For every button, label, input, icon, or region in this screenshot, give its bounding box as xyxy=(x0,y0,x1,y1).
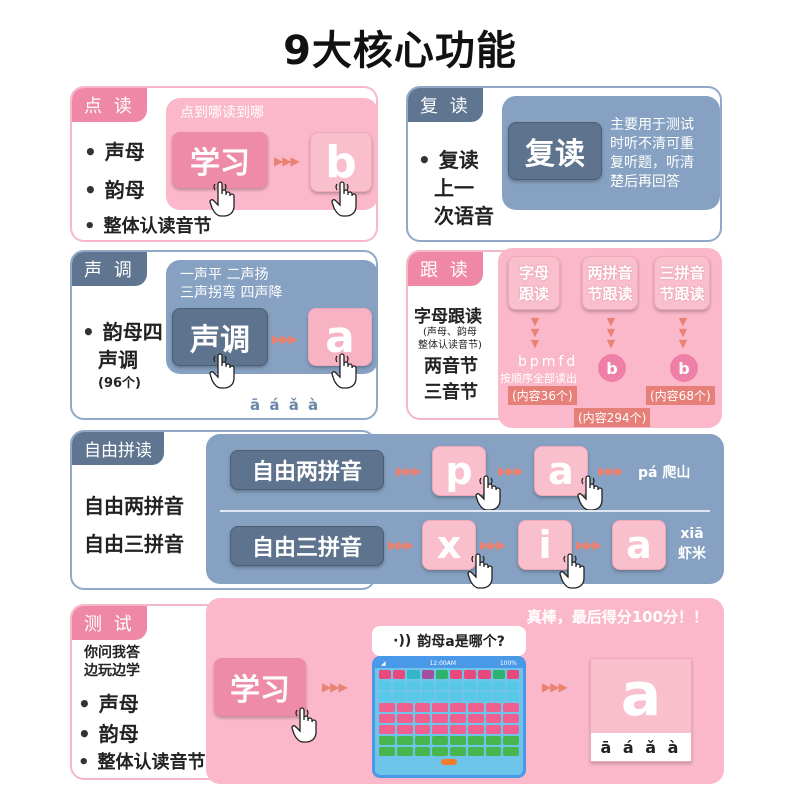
tones-panel: 一声平 二声扬 三声拐弯 四声降 声调 ▶▶▶ a xyxy=(166,260,378,374)
learning-tablet: ◢ 12:00AM 100% xyxy=(372,656,526,778)
free-spell-item: 自由三拼音 xyxy=(84,532,184,556)
speaker-icon: ·)) xyxy=(393,633,412,649)
test-panel: 真棒，最后得分100分！！ 学习 ▶▶▶ ·)) 韵母a是哪个? ◢ 12:00… xyxy=(206,598,724,784)
arrow-icon: ▶▶▶ xyxy=(576,538,602,552)
hand-pointer-icon xyxy=(330,352,360,390)
test-tag: 测 试 xyxy=(72,606,147,640)
follow-read-tag: 跟 读 xyxy=(408,252,483,286)
question-bubble: ·)) 韵母a是哪个? xyxy=(372,626,526,656)
answer-tones: ā á ǎ à xyxy=(591,733,691,761)
page-title: 9大核心功能 xyxy=(283,28,517,74)
repeat-read-panel: 复读 主要用于测试 时听不清可重 复听题，听清 楚后再回答 xyxy=(502,96,720,210)
follow-letters: bpmfd xyxy=(518,354,579,370)
hand-pointer-icon xyxy=(208,352,238,390)
down-arrow-icon: ▼▼▼ xyxy=(678,315,688,350)
tones-item: 韵母四 xyxy=(82,316,163,345)
divider xyxy=(220,510,710,512)
syllable-circle: b xyxy=(598,354,626,382)
count-badge: (内容68个) xyxy=(646,386,715,405)
tones-caption: 一声平 二声扬 三声拐弯 四声降 xyxy=(180,267,283,301)
hand-pointer-icon xyxy=(290,706,320,744)
follow-two-syllable-button[interactable]: 两拼音 节跟读 xyxy=(582,256,638,310)
tones-card: 声 调 韵母四 声调 (96个) 一声平 二声扬 三声拐弯 四声降 声调 ▶▶▶… xyxy=(70,250,378,420)
count-badge: (内容294个) xyxy=(574,408,651,427)
point-read-caption: 点到哪读到哪 xyxy=(180,105,264,121)
letter-key-a[interactable]: a xyxy=(612,520,666,570)
free-two-syllable-button[interactable]: 自由两拼音 xyxy=(230,450,384,490)
answer-card: a ā á ǎ à xyxy=(590,658,692,762)
free-spell-tag: 自由拼读 xyxy=(72,432,164,465)
point-read-item: 整体认读音节 xyxy=(84,212,212,238)
follow-read-panel: 字母 跟读 两拼音 节跟读 三拼音 节跟读 ▼▼▼ ▼▼▼ ▼▼▼ bpmfd … xyxy=(498,248,722,428)
praise-text: 真棒，最后得分100分！！ xyxy=(526,608,708,626)
letter-key-a[interactable]: a xyxy=(534,446,588,496)
arrow-icon: ▶▶▶ xyxy=(396,464,422,478)
signal-icon: ◢ xyxy=(381,660,386,667)
letter-key-p[interactable]: p xyxy=(432,446,486,496)
follow-read-left-sub: (声母、韵母 整体认读音节) xyxy=(418,327,482,351)
tablet-home-button xyxy=(441,759,457,765)
row1-pinyin-word: pá 爬山 xyxy=(638,465,691,481)
follow-read-left-extra: 两音节 三音节 xyxy=(424,356,478,403)
study-button[interactable]: 学习 xyxy=(172,132,268,188)
arrow-icon: ▶▶▶ xyxy=(598,464,624,478)
answer-letter: a xyxy=(620,660,662,730)
test-item: 韵母 xyxy=(78,718,139,747)
repeat-read-tag: 复 读 xyxy=(408,88,483,122)
repeat-read-description: 主要用于测试 时听不清可重 复听题，听清 楚后再回答 xyxy=(610,117,694,190)
arrow-icon: ▶▶▶ xyxy=(272,332,298,346)
tones-item-line: 声调 xyxy=(98,348,138,372)
point-read-panel: 点到哪读到哪 学习 ▶▶▶ b xyxy=(166,98,378,210)
repeat-read-card: 复 读 复读 上一 次语音 复读 主要用于测试 时听不清可重 复听题，听清 楚后… xyxy=(406,86,722,242)
arrow-icon: ▶▶▶ xyxy=(542,680,568,694)
arrow-icon: ▶▶▶ xyxy=(480,538,506,552)
hand-pointer-icon xyxy=(208,180,238,218)
repeat-read-item-line: 次语音 xyxy=(434,204,494,228)
row2-pinyin-word: xiā 虾米 xyxy=(678,526,706,562)
test-item: 整体认读音节 xyxy=(78,748,206,774)
hand-pointer-icon xyxy=(558,552,588,590)
free-spell-item: 自由两拼音 xyxy=(84,494,184,518)
hand-pointer-icon xyxy=(466,552,496,590)
point-read-card: 点 读 声母 韵母 整体认读音节 点到哪读到哪 学习 ▶▶▶ b xyxy=(70,86,378,242)
down-arrow-icon: ▼▼▼ xyxy=(530,315,540,350)
arrow-icon: ▶▶▶ xyxy=(388,538,414,552)
test-subtitle: 你问我答 边玩边学 xyxy=(84,645,140,679)
hand-pointer-icon xyxy=(576,474,606,512)
letter-key-x[interactable]: x xyxy=(422,520,476,570)
arrow-icon: ▶▶▶ xyxy=(322,680,348,694)
tone-marks: ā á ǎ à xyxy=(250,396,321,414)
down-arrow-icon: ▼▼▼ xyxy=(606,315,616,350)
follow-read-left-title: 字母跟读 xyxy=(414,307,482,327)
follow-letters-note: 按顺序全部读出 xyxy=(500,372,577,385)
tablet-status-bar: ◢ 12:00AM 100% xyxy=(375,659,523,668)
free-spell-panel: 自由两拼音 ▶▶▶ p ▶▶▶ a ▶▶▶ pá 爬山 自由三拼音 ▶▶▶ x … xyxy=(206,434,724,584)
point-read-item: 韵母 xyxy=(84,174,145,203)
point-read-tag: 点 读 xyxy=(72,88,147,122)
follow-three-syllable-button[interactable]: 三拼音 节跟读 xyxy=(654,256,710,310)
repeat-button[interactable]: 复读 xyxy=(508,122,602,180)
hand-pointer-icon xyxy=(474,474,504,512)
arrow-icon: ▶▶▶ xyxy=(498,464,524,478)
count-badge: (内容36个) xyxy=(508,386,577,405)
repeat-read-item: 复读 xyxy=(418,144,479,173)
letter-key-b[interactable]: b xyxy=(310,132,372,192)
tones-tag: 声 调 xyxy=(72,252,147,286)
arrow-icon: ▶▶▶ xyxy=(274,154,300,168)
test-item: 声母 xyxy=(78,688,139,717)
point-read-item: 声母 xyxy=(84,136,145,165)
syllable-circle: b xyxy=(670,354,698,382)
study-button[interactable]: 学习 xyxy=(214,658,306,716)
repeat-read-item-line: 上一 xyxy=(434,176,474,200)
tones-button[interactable]: 声调 xyxy=(172,308,268,366)
tones-count: (96个) xyxy=(98,376,141,391)
follow-letters-button[interactable]: 字母 跟读 xyxy=(508,256,560,310)
letter-key-i[interactable]: i xyxy=(518,520,572,570)
hand-pointer-icon xyxy=(330,180,360,218)
free-three-syllable-button[interactable]: 自由三拼音 xyxy=(230,526,384,566)
